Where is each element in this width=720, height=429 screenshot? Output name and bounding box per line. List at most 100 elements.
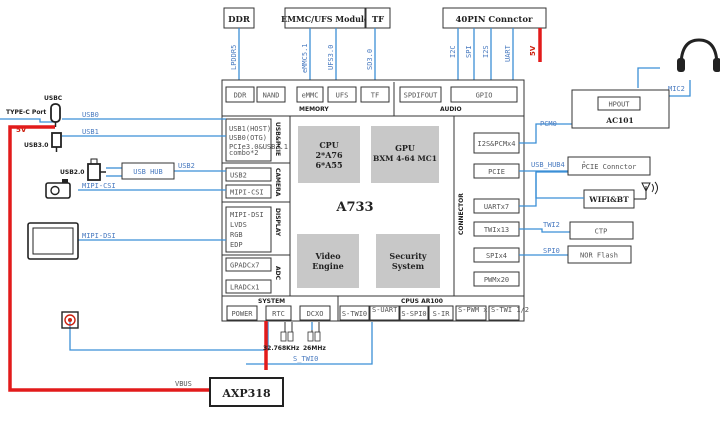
sys-power-label: POWER [231,310,253,318]
i2s-label: I2S [482,45,490,58]
mem-emmc-label: eMMC [302,92,319,100]
mem-ddr-label: DDR [234,92,247,100]
left-connections [0,118,373,365]
adc-lradc-label: LRADCx1 [230,284,260,292]
soc-name: A733 [335,200,373,215]
audio-gpio-label: GPIO [476,92,493,100]
audio-title: AUDIO [440,106,462,113]
usb1-host-label: USB1(HOST) [229,125,271,133]
pmic-box [209,377,284,407]
gpu-block [371,126,439,183]
cpu-big-cores: 2*A76 [315,150,343,160]
disp-lvds-label: LVDS [230,221,247,229]
conn-twi-label: TWIx13 [484,226,509,234]
usb-pcie-box [225,118,272,162]
pcie-connector-label: PCIE Connctor [582,163,637,171]
display-title: DISPLAY [274,208,281,237]
spi-label: SPI [465,45,473,58]
audio-gpio [450,86,518,103]
sd30-label: SD3.0 [366,49,374,70]
mipi-csi-label: MIPI-CSI [82,182,116,190]
cpu-title: CPU [319,140,338,150]
mem-nand-label: NAND [263,92,280,100]
cpus-sir-label: S-IR [433,310,451,318]
5v-top-label: 5V [529,45,537,56]
uart-label: UART [504,44,512,62]
cpu-block [298,126,360,183]
usbc-label: USBC [44,95,63,102]
mem-ufs-label: UFS [336,92,349,100]
adc-gpadc [225,257,272,272]
adc-gpadc-label: GPADCx7 [230,262,260,270]
cpus-spwm [455,305,487,321]
disp-edp-label: EDP [230,241,243,249]
ctp-box [569,221,634,240]
top-bus-lines [238,28,514,80]
camera-icon [45,179,71,199]
cpu-little-cores: 6*A55 [315,160,342,170]
display-panel-icon [27,222,79,260]
tf-label: TF [372,15,384,25]
cam-usb2 [225,167,272,182]
disp-mipi-dsi-label: MIPI-DSI [230,211,264,219]
40pin-label: 40PIN Connctor [456,15,533,25]
usb-hub4-label: USB_HUB4 [531,161,565,169]
crystal-26m-icon [307,322,321,342]
headphone-icon [677,38,720,72]
usb20-label: USB2.0 [60,169,84,176]
usbc-connector-icon [50,103,61,127]
spi0-label: SPI0 [543,247,560,255]
cam-mipi-csi [225,184,272,199]
pcm0-label: PCM0 [540,120,557,128]
cpus-stwi12-label: S-TWI 1/2 [491,306,529,314]
s-twi0-label: S_TWI0 [293,355,318,363]
nor-flash-box [567,245,632,264]
hpout-box [597,96,641,111]
security-sub: System [392,261,425,271]
cpus-sspi0 [399,305,429,321]
adc-lradc [225,279,272,294]
40pin-box [442,7,547,29]
emmc-ufs-box [284,7,366,29]
sys-rtc [265,305,292,321]
video-block [297,234,359,288]
mem-nand [256,86,286,103]
vbus-label: VBUS [175,380,192,388]
emmc51-label: eMMC5.1 [301,43,309,73]
crystal-32k-label: 32.768KHz [263,345,300,352]
tf-box [365,7,391,29]
video-title: Video [314,251,341,261]
cpus-spwm-label: S-PWM x10 [458,306,496,314]
crystal-32k-icon [280,322,294,342]
cpus-suart-label: S-UART x2 [372,306,410,314]
mem-emmc [296,86,324,103]
twi2-label: TWI2 [543,221,560,229]
power-button-icon [61,311,79,329]
sys-rtc-label: RTC [272,310,285,318]
lpddr5-label: LPDDR5 [230,45,238,70]
5v-rail-left [8,125,210,392]
nor-flash-label: NOR Flash [580,252,618,260]
display-box [225,206,272,253]
emmc-ufs-label: EMMC/UFS Module [281,14,369,24]
ddr-label: DDR [228,15,251,25]
conn-pwm [473,271,520,287]
cam-mipi-csi-label: MIPI-CSI [230,189,264,197]
mic2-label: MIC2 [668,85,685,93]
sys-power [226,305,258,321]
conn-spi-label: SPIx4 [486,252,507,260]
usb-hub-box [121,162,175,180]
usb30-label: USB3.0 [24,142,48,149]
usb0-otg-label: USB0(OTG) [229,134,267,142]
video-sub: Engine [312,261,343,271]
disp-rgb-label: RGB [230,231,243,239]
ufs30-label: UFS3.0 [327,45,335,70]
gpu-model: BXM 4-64 MC1 [373,154,437,163]
cpus-title: CPUS AR100 [401,298,443,305]
i2c-label: I2C [449,45,457,58]
usb30-connector-icon [51,132,62,152]
mipi-dsi-label: MIPI-DSI [82,232,116,240]
camera-title: CAMERA [274,168,281,197]
connector-title: CONNECTOR [458,193,465,235]
